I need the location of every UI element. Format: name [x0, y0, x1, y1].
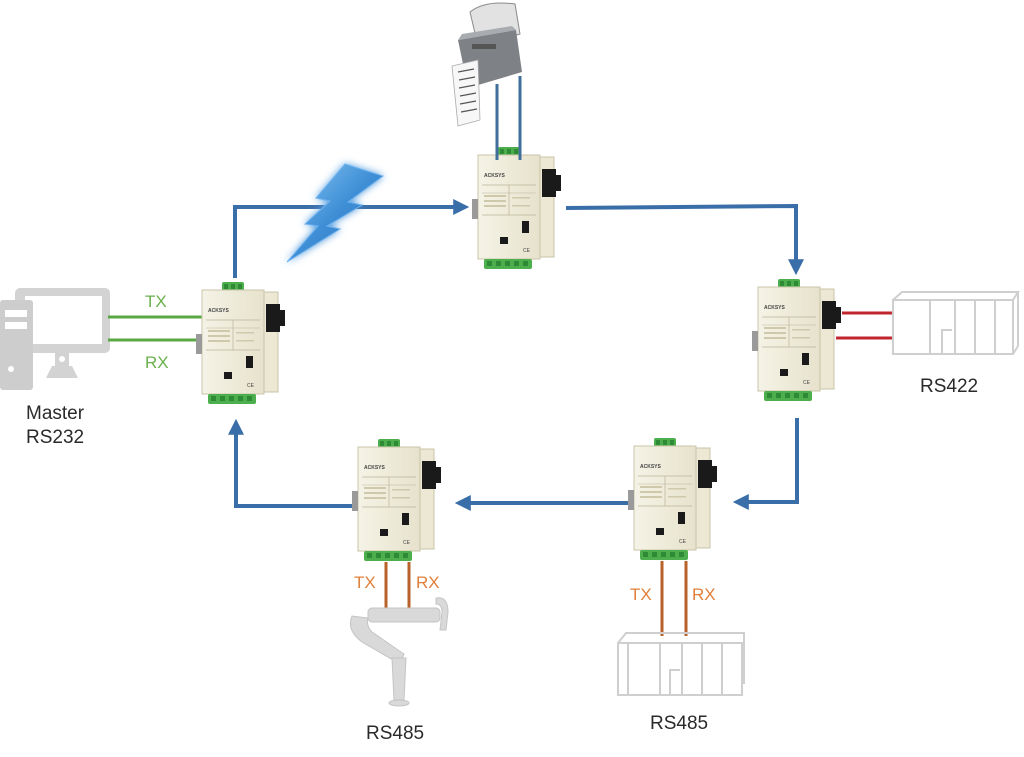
ring-links	[228, 199, 804, 511]
robot-arm-icon	[349, 597, 449, 707]
link-rs422-to-rs485-right	[732, 418, 799, 510]
link-master-to-printer	[233, 199, 470, 278]
master-tx-label: TX	[145, 292, 167, 311]
rs485-right-rx-label: RX	[692, 585, 716, 604]
rs485-right-tx-label: TX	[630, 585, 652, 604]
converter-rs422	[751, 278, 842, 402]
label-printer-icon	[451, 2, 522, 127]
rs232-wires	[108, 315, 205, 342]
rs422-wires	[836, 311, 893, 340]
converter-printer	[471, 146, 562, 270]
link-rs485-left-to-master	[228, 418, 354, 508]
master-label-line1: Master	[26, 403, 85, 424]
printer-wires	[495, 76, 522, 160]
plc-rack-icon-rs422	[892, 291, 1020, 355]
rs485-left-label: RS485	[366, 723, 424, 744]
master-label-line2: RS232	[26, 427, 84, 448]
rs485-right-label: RS485	[650, 713, 708, 734]
converter-rs485-left	[351, 438, 442, 562]
master-rx-label: RX	[145, 353, 169, 372]
computer-icon	[0, 288, 110, 390]
rs485-left-wires	[384, 562, 411, 612]
rs485-left-rx-label: RX	[416, 573, 440, 592]
rs422-label: RS422	[920, 376, 978, 397]
converter-master	[195, 281, 286, 405]
lightning-bolt-icon	[286, 163, 385, 263]
rs485-left-tx-label: TX	[354, 573, 376, 592]
link-printer-to-rs422	[565, 203, 804, 276]
plc-rack-icon-rs485	[617, 632, 745, 696]
converter-rs485-right	[627, 437, 718, 561]
rs485-right-wires	[660, 561, 688, 636]
